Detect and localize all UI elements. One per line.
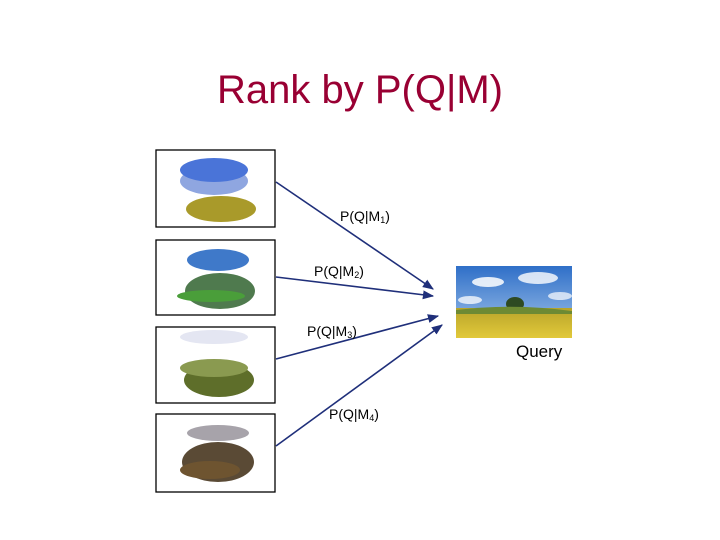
arrow-model-4 bbox=[275, 324, 443, 447]
probability-label-m1: P(Q|M1) bbox=[340, 208, 390, 225]
model1-blob-olive bbox=[186, 196, 256, 222]
model4-blob-brown bbox=[180, 461, 240, 479]
model3-blob-olive bbox=[180, 359, 248, 377]
probability-label-m4: P(Q|M4) bbox=[329, 406, 379, 423]
model-box-3 bbox=[155, 326, 276, 404]
arrow-model-1 bbox=[275, 181, 434, 290]
query-label: Query bbox=[516, 342, 563, 361]
slide-title: Rank by P(Q|M) bbox=[217, 68, 503, 112]
model-box-4 bbox=[155, 413, 276, 493]
arrow-model-3 bbox=[275, 314, 440, 360]
model4-blob-gray bbox=[187, 425, 249, 441]
model-box-1 bbox=[155, 149, 276, 228]
model1-blob-blue bbox=[180, 158, 248, 182]
probability-label-m2: P(Q|M2) bbox=[314, 263, 364, 280]
query-image bbox=[456, 266, 572, 338]
model-box-2 bbox=[155, 239, 276, 316]
arrow-model-2 bbox=[275, 276, 435, 300]
model2-blob-blue bbox=[187, 249, 249, 271]
model3-blob-pale bbox=[180, 330, 248, 344]
model2-blob-green bbox=[177, 290, 245, 302]
probability-label-m3: P(Q|M3) bbox=[307, 323, 357, 340]
